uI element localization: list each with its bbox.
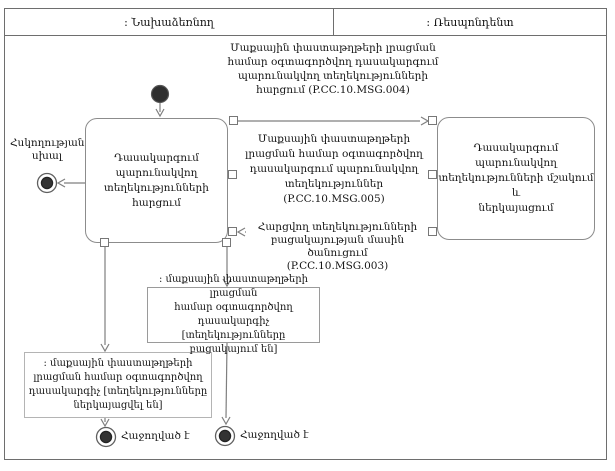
message-label-msg004: Մաքսային փաստաթղթերի լրացման համար օգտագ… (213, 41, 453, 97)
control-error-line: սխալ (31, 150, 63, 162)
object-absent-line: համար օգտագործվող դասակարգիչ (174, 302, 293, 327)
object-provided-line: : մաքսային փաստաթղթերի (43, 358, 193, 369)
object-provided-line: դասակարգիչ [տեղեկությունները (28, 386, 208, 397)
activity-process-line: տեղեկությունների մշակում և (438, 172, 594, 199)
object-node-info-provided: : մաքսային փաստաթղթերի լրացման համար օգտ… (24, 352, 212, 418)
pin-process-out-msg005 (428, 170, 437, 179)
flow-absent-to-final (225, 342, 228, 419)
activity-request-line: պարունակվող (115, 166, 198, 179)
pin-request-in-msg005 (228, 170, 237, 179)
arrowhead-provided-in (100, 343, 110, 353)
activity-process-info: Դասակարգում պարունակվող տեղեկությունների… (437, 117, 595, 240)
object-absent-line: : մաքսային փաստաթղթերի լրացման (159, 274, 308, 299)
success-label-right: Հաջողված է (240, 429, 309, 441)
pin-request-out-msg004 (229, 116, 238, 125)
message-label-msg003: Հարցվող տեղեկությունների բացակայության մ… (246, 221, 429, 273)
lane-header-respondent: : Ռեսպոնդենտ (334, 9, 606, 35)
object-absent-line: [տեղեկությունները բացակայում են] (181, 330, 286, 355)
lane-respondent-label: : Ռեսպոնդենտ (426, 15, 514, 29)
initial-node (150, 84, 170, 104)
activity-process-line: պարունակվող (475, 157, 557, 169)
arrowhead-control-error (56, 178, 66, 188)
activity-request-line: տեղեկությունների հարցում (104, 181, 209, 209)
arrowhead-msg003 (236, 227, 246, 237)
final-node-success-right (214, 425, 236, 447)
msg003-line: Հարցվող տեղեկությունների (257, 221, 418, 233)
pin-request-out-provided (100, 238, 109, 247)
msg005-line: դասակարգում պարունակվող (249, 163, 419, 175)
arrowhead-final-right (221, 416, 231, 426)
arrowhead-absent-in (222, 278, 232, 288)
activity-request-line: Դասակարգում (114, 151, 199, 164)
pin-request-in-msg003 (228, 227, 237, 236)
object-provided-line: ներկայացվել են] (73, 400, 163, 411)
control-error-line: Հսկողության (10, 137, 85, 149)
arrowhead-initial (155, 108, 165, 118)
msg004-line: Մաքսային փաստաթղթերի լրացման (230, 42, 436, 54)
diagram-frame: : Նախաձեռնող : Ռեսպոնդենտ (4, 8, 607, 460)
activity-process-line: ներկայացում (478, 202, 554, 214)
msg003-line: բացակայության մասին ծանուցում (270, 234, 405, 259)
msg005-line: տեղեկություններ (P.CC.10.MSG.005) (283, 178, 385, 205)
control-error-label: Հսկողության սխալ (10, 137, 84, 163)
pin-request-out-absent (222, 238, 231, 247)
activity-process-line: Դասակարգում (473, 142, 559, 154)
msg003-line: (P.CC.10.MSG.003) (286, 260, 389, 272)
msg004-line: համար օգտագործվող դասակարգում (227, 56, 439, 68)
final-node-success-left (95, 426, 117, 448)
msg004-line: հարցում (P.CC.10.MSG.004) (256, 84, 410, 96)
activity-request-info: Դասակարգում պարունակվող տեղեկությունների… (85, 118, 228, 243)
lane-header-row: : Նախաձեռնող : Ռեսպոնդենտ (5, 9, 606, 36)
msg004-line: պարունակվող տեղեկությունների (237, 70, 429, 82)
lane-header-initiator: : Նախաձեռնող (5, 9, 334, 35)
final-node-control-error (36, 172, 58, 194)
arrowhead-final-left (100, 418, 110, 428)
lane-initiator-label: : Նախաձեռնող (124, 15, 214, 29)
object-node-info-absent: : մաքսային փաստաթղթերի լրացման համար օգտ… (147, 274, 320, 355)
arrowhead-msg004 (420, 116, 430, 126)
msg005-line: լրացման համար օգտագործվող (245, 148, 423, 160)
message-label-msg005: Մաքսային փաստաթղթերի լրացման համար օգտագ… (236, 132, 432, 207)
pin-process-out-msg003 (428, 227, 437, 236)
msg005-line: Մաքսային փաստաթղթերի (257, 133, 411, 145)
success-label-left: Հաջողված է (121, 430, 190, 442)
object-provided-line: լրացման համար օգտագործվող (33, 372, 203, 383)
pin-process-in-msg004 (428, 116, 437, 125)
